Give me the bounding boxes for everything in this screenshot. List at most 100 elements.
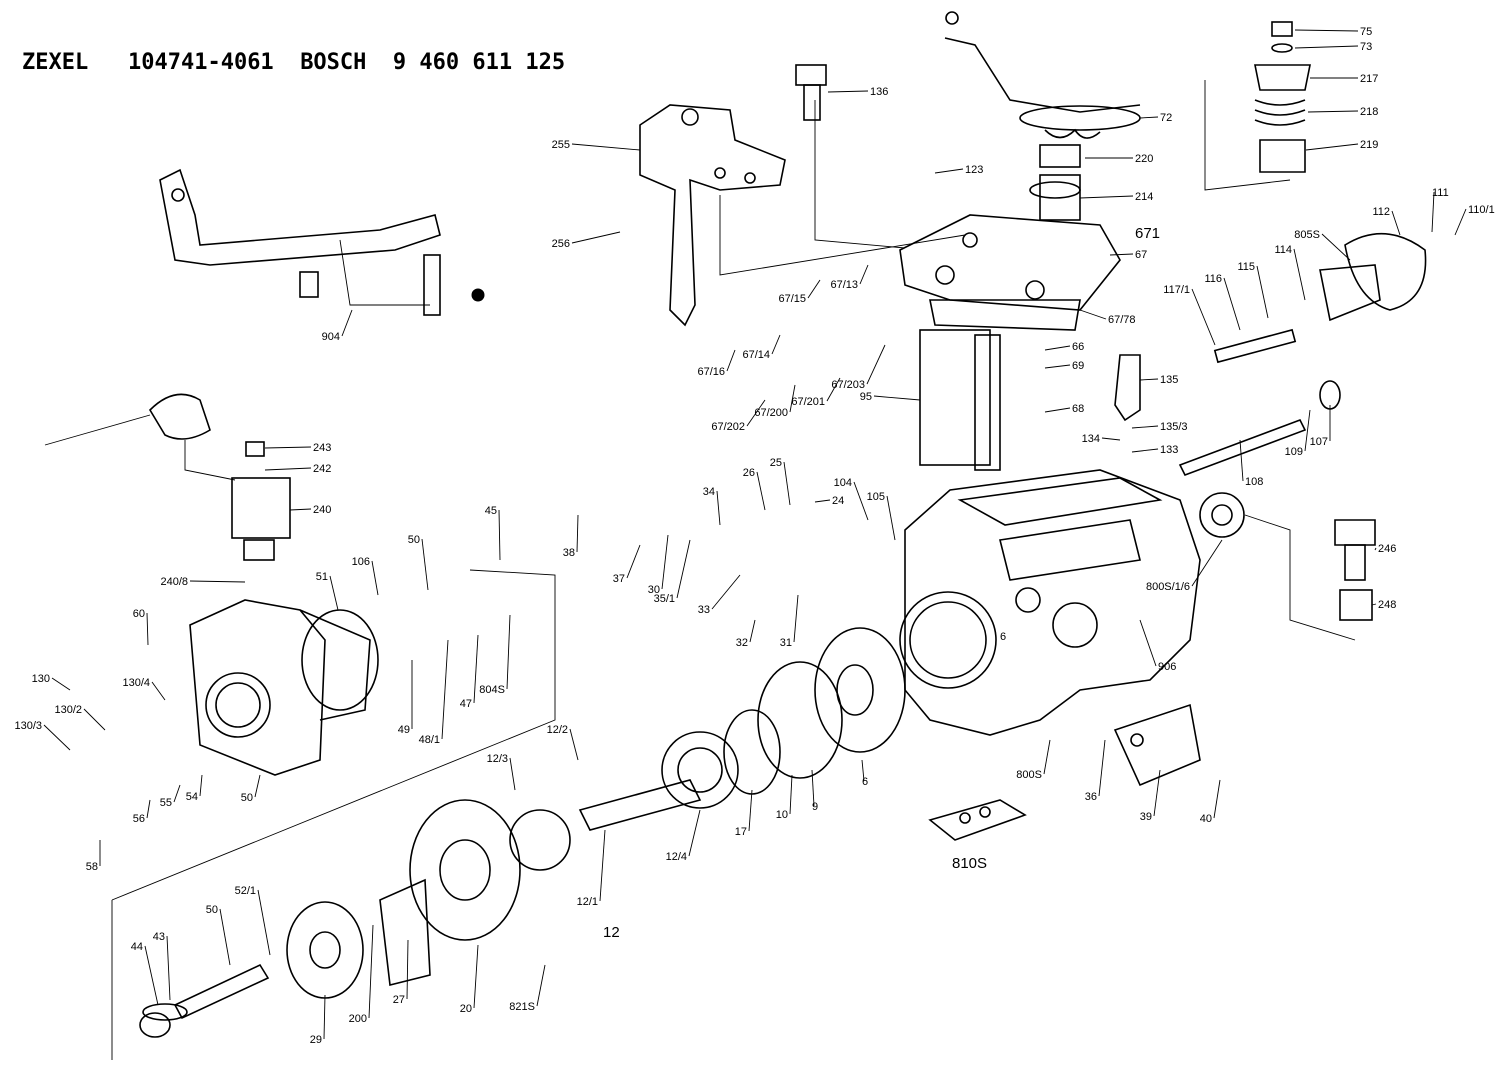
callout-27: 27 bbox=[393, 994, 405, 1006]
callout-12_4: 12/4 bbox=[666, 851, 687, 863]
callout-29: 29 bbox=[310, 1034, 322, 1046]
callout-66: 66 bbox=[1072, 341, 1084, 353]
callout-6b: 6 bbox=[1000, 631, 1006, 643]
callout-58: 58 bbox=[86, 861, 98, 873]
callout-112: 112 bbox=[1372, 206, 1390, 218]
callout-906: 906 bbox=[1158, 661, 1176, 673]
leader-line-906 bbox=[1139, 619, 1157, 667]
leader-line-68 bbox=[1044, 407, 1071, 413]
leader-line-75 bbox=[1294, 29, 1359, 32]
leader-line-47 bbox=[473, 634, 479, 704]
leader-line-135_3 bbox=[1131, 425, 1159, 429]
callout-217: 217 bbox=[1360, 73, 1378, 85]
leader-line-130_2 bbox=[83, 708, 106, 731]
leader-line-33 bbox=[711, 574, 741, 610]
right-side-parts bbox=[1113, 232, 1427, 787]
leader-line-66 bbox=[1044, 345, 1071, 351]
leader-line-246 bbox=[1374, 547, 1377, 551]
callout-67_203: 67/203 bbox=[831, 379, 865, 391]
drive-shaft-assembly bbox=[578, 627, 906, 831]
callout-55: 55 bbox=[160, 797, 172, 809]
callout-67_13: 67/13 bbox=[830, 279, 858, 291]
leader-line-218 bbox=[1307, 110, 1359, 113]
leader-line-130_3 bbox=[43, 724, 71, 751]
zexel-part-number: 104741-4061 bbox=[127, 50, 274, 75]
leader-line-44 bbox=[144, 945, 159, 1006]
leader-line-72 bbox=[1139, 116, 1159, 119]
leader-line-36 bbox=[1098, 739, 1106, 797]
leader-line-52_1 bbox=[257, 889, 271, 956]
callout-69: 69 bbox=[1072, 360, 1084, 372]
leader-line-38 bbox=[576, 514, 579, 553]
brand-zexel: ZEXEL bbox=[22, 50, 89, 75]
callout-130_4: 130/4 bbox=[122, 677, 150, 689]
callout-72: 72 bbox=[1160, 112, 1172, 124]
callout-60: 60 bbox=[133, 608, 145, 620]
leader-line-821S bbox=[536, 964, 546, 1007]
gasket-kit-810s bbox=[928, 799, 1027, 841]
leader-line-105 bbox=[886, 495, 896, 541]
banjo-bolt-246 bbox=[1334, 519, 1376, 621]
callout-37: 37 bbox=[613, 573, 625, 585]
leader-line-114 bbox=[1293, 248, 1306, 301]
callout-51: 51 bbox=[316, 571, 328, 583]
callout-67_14: 67/14 bbox=[742, 349, 770, 361]
callout-135_3: 135/3 bbox=[1160, 421, 1188, 433]
leader-line-67_203 bbox=[866, 344, 886, 385]
leader-line-67_200 bbox=[789, 384, 796, 413]
callout-50b: 50 bbox=[241, 792, 253, 804]
callout-130: 130 bbox=[32, 673, 50, 685]
hydraulic-head bbox=[189, 599, 379, 776]
callout-67_16: 67/16 bbox=[697, 366, 725, 378]
leader-line-48_1 bbox=[441, 639, 449, 740]
callout-805S: 805S bbox=[1294, 229, 1320, 241]
callout-25: 25 bbox=[770, 457, 782, 469]
leader-line-109 bbox=[1304, 409, 1311, 452]
callout-104: 104 bbox=[834, 477, 852, 489]
callout-47: 47 bbox=[460, 698, 472, 710]
leader-line-805S bbox=[1321, 233, 1351, 261]
callout-45: 45 bbox=[485, 505, 497, 517]
callout-52_1: 52/1 bbox=[235, 885, 256, 897]
leader-line-133 bbox=[1131, 448, 1159, 453]
leader-line-67_202 bbox=[746, 399, 766, 427]
leader-line-104 bbox=[853, 481, 869, 521]
leader-line-69 bbox=[1044, 364, 1071, 369]
callout-12_1: 12/1 bbox=[577, 896, 598, 908]
leader-line-134 bbox=[1101, 437, 1121, 441]
leader-line-800S bbox=[1043, 739, 1051, 775]
callout-6a: 6 bbox=[862, 776, 868, 788]
callout-255: 255 bbox=[552, 139, 570, 151]
leader-line-67_201 bbox=[826, 377, 841, 402]
callout-800S: 800S bbox=[1016, 769, 1042, 781]
callout-38: 38 bbox=[563, 547, 575, 559]
leader-line-240_8 bbox=[189, 580, 246, 583]
callout-671: 671 bbox=[1135, 225, 1160, 242]
leader-line-135 bbox=[1139, 378, 1159, 381]
callout-67_200: 67/200 bbox=[754, 407, 788, 419]
leader-line-29 bbox=[323, 994, 326, 1040]
leader-line-904 bbox=[341, 309, 353, 337]
leader-line-130_4 bbox=[151, 681, 166, 701]
callout-32: 32 bbox=[736, 637, 748, 649]
callout-130_3: 130/3 bbox=[14, 720, 42, 732]
leader-line-31 bbox=[793, 594, 799, 643]
leader-line-112 bbox=[1391, 210, 1401, 236]
callout-114: 114 bbox=[1274, 244, 1292, 256]
callout-821S: 821S bbox=[509, 1001, 535, 1013]
leader-line-110_1 bbox=[1454, 208, 1467, 236]
leader-line-117_1 bbox=[1191, 288, 1216, 346]
leader-line-56 bbox=[146, 799, 151, 819]
callout-804S: 804S bbox=[479, 684, 505, 696]
callout-20: 20 bbox=[460, 1003, 472, 1015]
callout-243: 243 bbox=[313, 442, 331, 454]
leader-line-6a bbox=[861, 759, 865, 782]
callout-248: 248 bbox=[1378, 599, 1396, 611]
callout-67_202: 67/202 bbox=[711, 421, 745, 433]
leader-line-12_4 bbox=[688, 809, 701, 857]
leader-line-115 bbox=[1256, 265, 1269, 319]
leader-line-45 bbox=[498, 509, 501, 561]
leader-line-242 bbox=[264, 467, 312, 471]
spring-cap-assembly bbox=[1254, 21, 1311, 173]
leader-line-243 bbox=[264, 446, 312, 449]
